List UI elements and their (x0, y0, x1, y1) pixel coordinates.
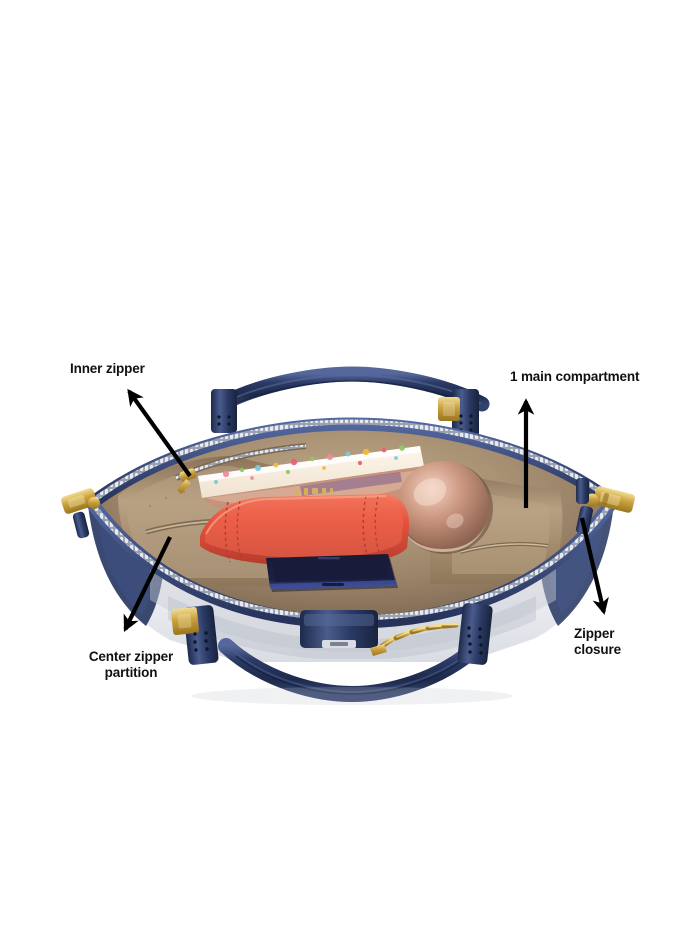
callout-label-main-compartment: 1 main compartment (510, 369, 640, 384)
navy-phone (266, 554, 398, 592)
front-handle (218, 638, 486, 703)
callout-label-zipper-closure: Zipper closure (574, 626, 621, 657)
rose-gold-tin (397, 461, 493, 554)
center-front-tab (300, 610, 378, 648)
front-handle-tab-right (457, 603, 493, 665)
zipper-closure-left-pull (61, 488, 100, 539)
red-clutch (200, 488, 410, 566)
rear-handle (214, 366, 490, 412)
callout-label-center-zipper-partition: Center zipper partition (88, 649, 174, 680)
rear-handle-tab-right (438, 389, 479, 437)
gold-chain-strap (370, 622, 459, 656)
rear-handle-tab-left (211, 389, 237, 433)
callout-label-inner-zipper: Inner zipper (70, 361, 145, 376)
front-handle-tab-left (171, 605, 219, 665)
